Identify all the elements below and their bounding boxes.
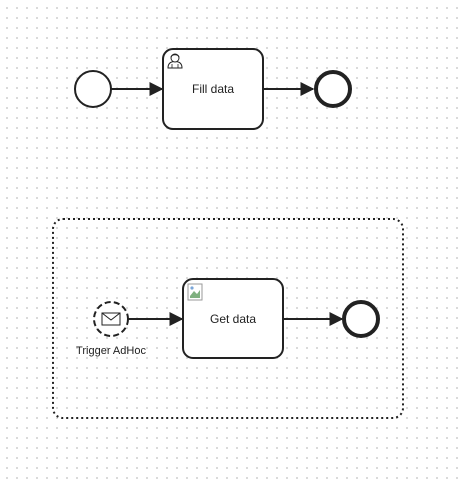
message-start-event[interactable] (93, 301, 129, 337)
user-icon (167, 53, 183, 69)
subprocess-end-event[interactable] (342, 300, 380, 338)
task-label: Fill data (192, 82, 234, 96)
envelope-icon (101, 312, 121, 326)
task-fill-data[interactable]: Fill data (162, 48, 264, 130)
broken-image-icon (187, 283, 203, 301)
event-subprocess[interactable] (52, 218, 404, 419)
task-label: Get data (210, 312, 256, 326)
task-get-data[interactable]: Get data (182, 278, 284, 359)
event-label-trigger-adhoc: Trigger AdHoc (76, 345, 146, 357)
start-event[interactable] (74, 70, 112, 108)
end-event[interactable] (314, 70, 352, 108)
